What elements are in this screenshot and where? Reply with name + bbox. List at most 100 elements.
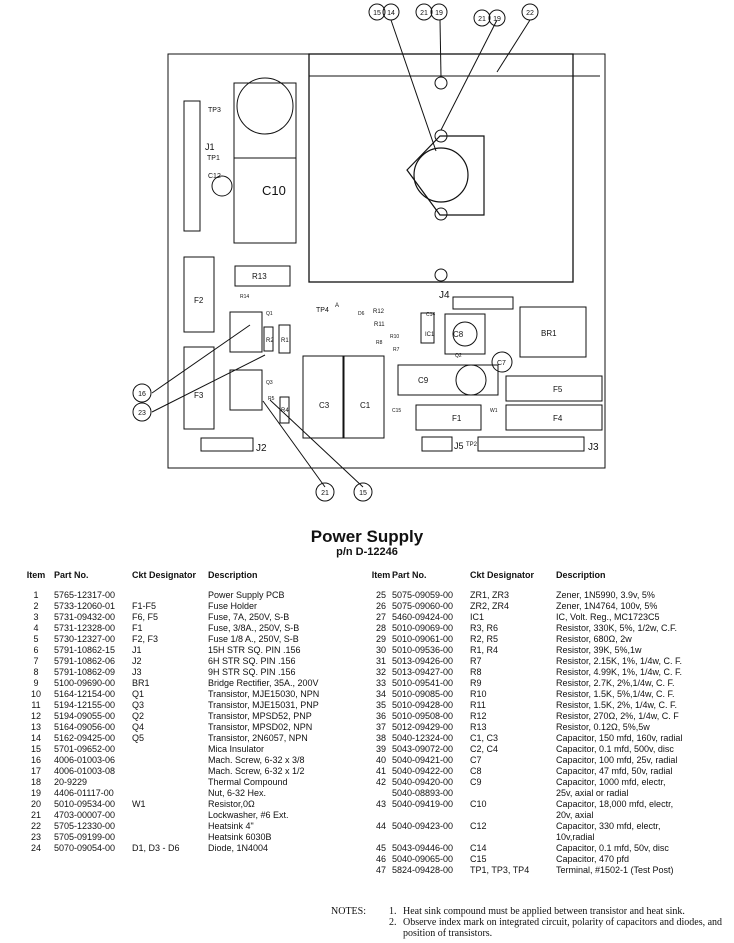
cell-part-no: 5010-09534-00 — [54, 799, 116, 809]
cell-description: Bridge Rectifier, 35A., 200V — [208, 678, 319, 688]
callout-15a: 15 — [373, 10, 381, 17]
cell-part-no: 5705-09199-00 — [54, 832, 116, 842]
cell-item: 39 — [375, 744, 386, 754]
cell-description: Capacitor, 0.1 mfd, 500v, disc — [556, 744, 674, 754]
cell-description: Zener, 1N5990, 3.9v, 5% — [556, 590, 655, 600]
label-r4: R4 — [281, 408, 289, 414]
cell-part-no: 5100-09690-00 — [54, 678, 116, 688]
header-description: Description — [556, 570, 606, 580]
label-r8: R8 — [376, 340, 383, 346]
callout-21b: 21 — [478, 16, 486, 23]
cell-item: 33 — [375, 678, 386, 688]
cell-item: 45 — [375, 843, 386, 853]
table-row: 20v, axial — [370, 810, 730, 821]
cell-description: Resistor, 1.5K, 5%,1/4w, C. F. — [556, 689, 675, 699]
label-c14: C14 — [426, 312, 435, 318]
cell-ckt-designator — [470, 832, 556, 843]
label-ic1: IC1 — [425, 332, 435, 338]
header-item: Item — [371, 570, 391, 580]
cell-description: Capacitor, 18,000 mfd, electr, — [556, 799, 674, 809]
cell-description: 20v, axial — [556, 810, 594, 820]
cell-item: 28 — [375, 623, 386, 633]
parts-table-right: Item Part No. Ckt Designator Description… — [370, 570, 730, 876]
cell-part-no: 5730-12327-00 — [54, 634, 116, 644]
note-number: 2. — [389, 917, 397, 928]
cell-description: Mica Insulator — [208, 744, 265, 754]
cell-item: 40 — [375, 755, 386, 765]
notes-list: 1.Heat sink compound must be applied bet… — [389, 906, 734, 939]
cell-part-no: 5010-09428-00 — [392, 700, 454, 710]
cell-part-no: 5012-09429-00 — [392, 722, 454, 732]
cell-part-no: 5040-09420-00 — [392, 777, 454, 787]
cell-part-no: 5075-09060-00 — [392, 601, 454, 611]
cell-description: Resistor, 2.7K, 2%,1/4w, C. F. — [556, 678, 675, 688]
cell-description: Lockwasher, #6 Ext. — [208, 810, 289, 820]
header-item: Item — [26, 570, 46, 580]
cell-ckt-designator: J3 — [132, 667, 142, 677]
label-c1: C1 — [360, 401, 371, 410]
label-j5: J5 — [454, 441, 464, 451]
cell-description: 6H STR SQ. PIN .156 — [208, 656, 296, 666]
cell-item: 15 — [30, 744, 41, 754]
cell-ckt-designator: Q2 — [132, 711, 145, 721]
label-q1: Q1 — [266, 311, 273, 317]
cell-item: 30 — [375, 645, 386, 655]
callout-14: 14 — [387, 10, 395, 17]
cell-description: Capacitor, 0.1 mfd, 50v, disc — [556, 843, 669, 853]
cell-description: Heatsink 4" — [208, 821, 254, 831]
cell-ckt-designator: R2, R5 — [470, 634, 499, 644]
cell-ckt-designator — [132, 832, 208, 843]
cell-description: Resistor, 2.15K, 1%, 1/4w, C. F. — [556, 656, 683, 666]
cell-part-no: 5013-09426-00 — [392, 656, 454, 666]
heatsink-outline — [308, 53, 574, 283]
cell-ckt-designator: R13 — [470, 722, 487, 732]
cell-part-no: 5040-08893-00 — [392, 788, 454, 798]
label-j1: J1 — [205, 142, 215, 152]
cell-description: Resistor, 0.12Ω, 5%,5w — [556, 722, 650, 732]
cell-item: 19 — [30, 788, 41, 798]
cell-item: 3 — [33, 612, 39, 622]
page-title: Power Supply — [310, 527, 424, 546]
cell-part-no: 5731-09432-00 — [54, 612, 116, 622]
cell-part-no: 5731-12328-00 — [54, 623, 116, 633]
cell-ckt-designator: C15 — [470, 854, 487, 864]
cell-part-no: 5070-09054-00 — [54, 843, 116, 853]
cell-ckt-designator: F1-F5 — [132, 601, 157, 611]
cell-item: 17 — [30, 766, 41, 776]
cell-item: 4 — [33, 623, 39, 633]
cell-description: Resistor, 39K, 5%,1w — [556, 645, 642, 655]
callout-19a: 19 — [435, 10, 443, 17]
cell-part-no: 5010-09536-00 — [392, 645, 454, 655]
cell-part-no: 5040-09421-00 — [392, 755, 454, 765]
header-description: Description — [208, 570, 258, 580]
cell-item: 14 — [30, 733, 41, 743]
cell-item — [370, 810, 392, 821]
cell-part-no: 5164-12154-00 — [54, 689, 116, 699]
cell-description: Transistor, MJE15031, PNP — [208, 700, 319, 710]
cell-part-no: 5010-09069-00 — [392, 623, 454, 633]
cell-part-no: 5765-12317-00 — [54, 590, 116, 600]
label-c12: C12 — [208, 173, 221, 180]
label-d6: D6 — [358, 311, 365, 317]
label-j2: J2 — [256, 443, 267, 454]
cell-part-no: 20-9229 — [54, 777, 88, 787]
cell-item: 5 — [33, 634, 39, 644]
